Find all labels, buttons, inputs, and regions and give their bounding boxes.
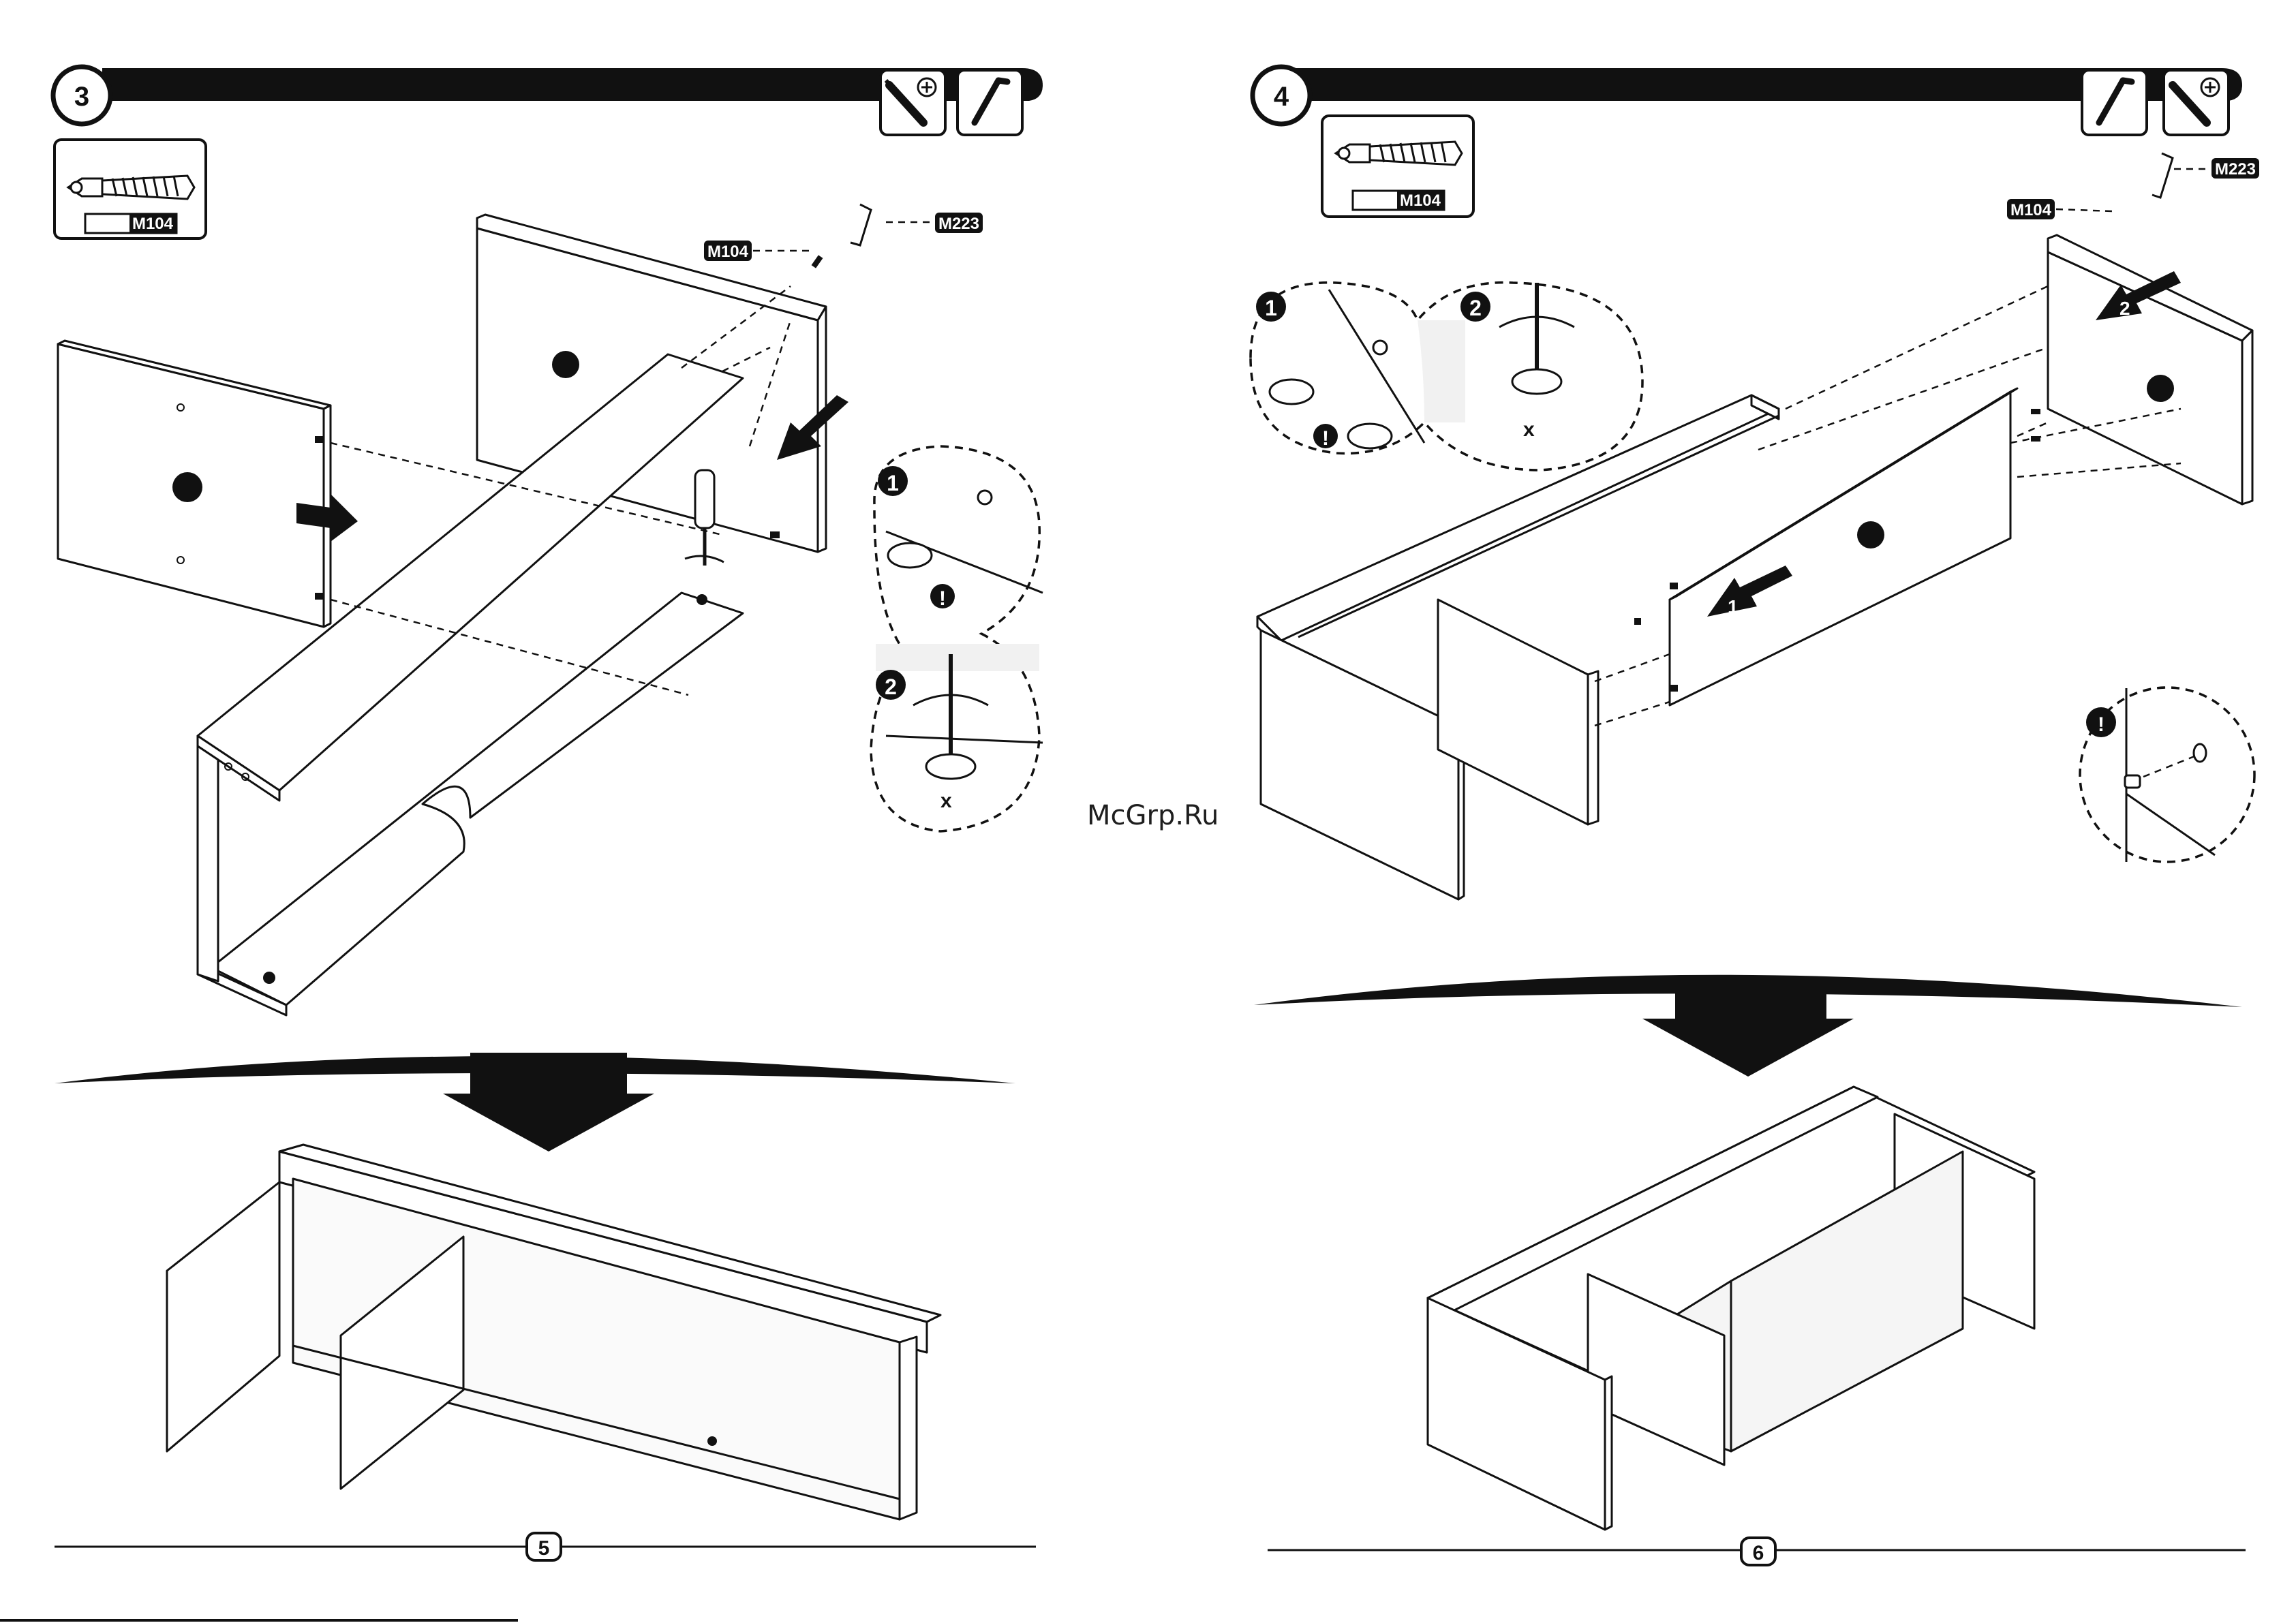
- marker-warn-bubble: !: [2098, 713, 2104, 736]
- screwdriver-icon: [881, 70, 945, 135]
- step-4-detail-bubble: 1 ! 2 x: [1251, 283, 1642, 470]
- allen-key-icon: [958, 70, 1022, 135]
- step-3-detail-bubble: 1 ! 2 x: [871, 446, 1043, 831]
- marker-2-step4: 2: [1469, 296, 1482, 320]
- step-3-result-view: [167, 1145, 940, 1519]
- page-number-6: 6: [1753, 1542, 1764, 1564]
- allen-key-icon: [2082, 70, 2147, 135]
- arrow-number-1: 1: [1728, 596, 1739, 617]
- step-4-number: 4: [1274, 82, 1289, 112]
- callout-m223-step3: M223: [938, 215, 979, 233]
- hardware-label-m104-step4: M104: [1400, 191, 1441, 210]
- page-5: 3: [53, 67, 1043, 1560]
- page-number-5: 5: [538, 1537, 550, 1560]
- step-4-result-view: [1428, 1087, 2034, 1530]
- callout-m104-step4: M104: [2010, 201, 2052, 219]
- step-4-warning-bubble: !: [2080, 687, 2254, 862]
- marker-warn-step4: !: [1322, 427, 1329, 450]
- callout-m223-step4: M223: [2215, 160, 2256, 179]
- cam-dowel-icon: [68, 176, 194, 199]
- callout-m104-step3: M104: [707, 243, 749, 261]
- hardware-label-m104: M104: [132, 215, 174, 233]
- marker-1-step3: 1: [887, 471, 899, 495]
- marker-warn-step3: !: [939, 587, 946, 610]
- rotation-mark-step4: x: [1523, 418, 1535, 441]
- cam-dowel-icon: [1336, 142, 1462, 165]
- marker-1-step4: 1: [1265, 296, 1277, 320]
- watermark: McGrp.Ru: [1087, 800, 1219, 831]
- step-3-header: 3: [53, 67, 1043, 135]
- step-3-number: 3: [74, 82, 89, 112]
- rotation-mark-step3: x: [940, 790, 952, 812]
- page-6: 4 M104: [1251, 67, 2259, 1565]
- arrow-number-2: 2: [2119, 298, 2130, 319]
- hardware-box-step-4: M104: [1322, 116, 1473, 217]
- hardware-box-step-3: M104: [55, 140, 206, 238]
- marker-2-step3: 2: [885, 675, 897, 699]
- down-arrow-left: [443, 1053, 654, 1151]
- screwdriver-icon: [2164, 70, 2229, 135]
- step-3-exploded-view: M104 M223: [58, 204, 983, 1015]
